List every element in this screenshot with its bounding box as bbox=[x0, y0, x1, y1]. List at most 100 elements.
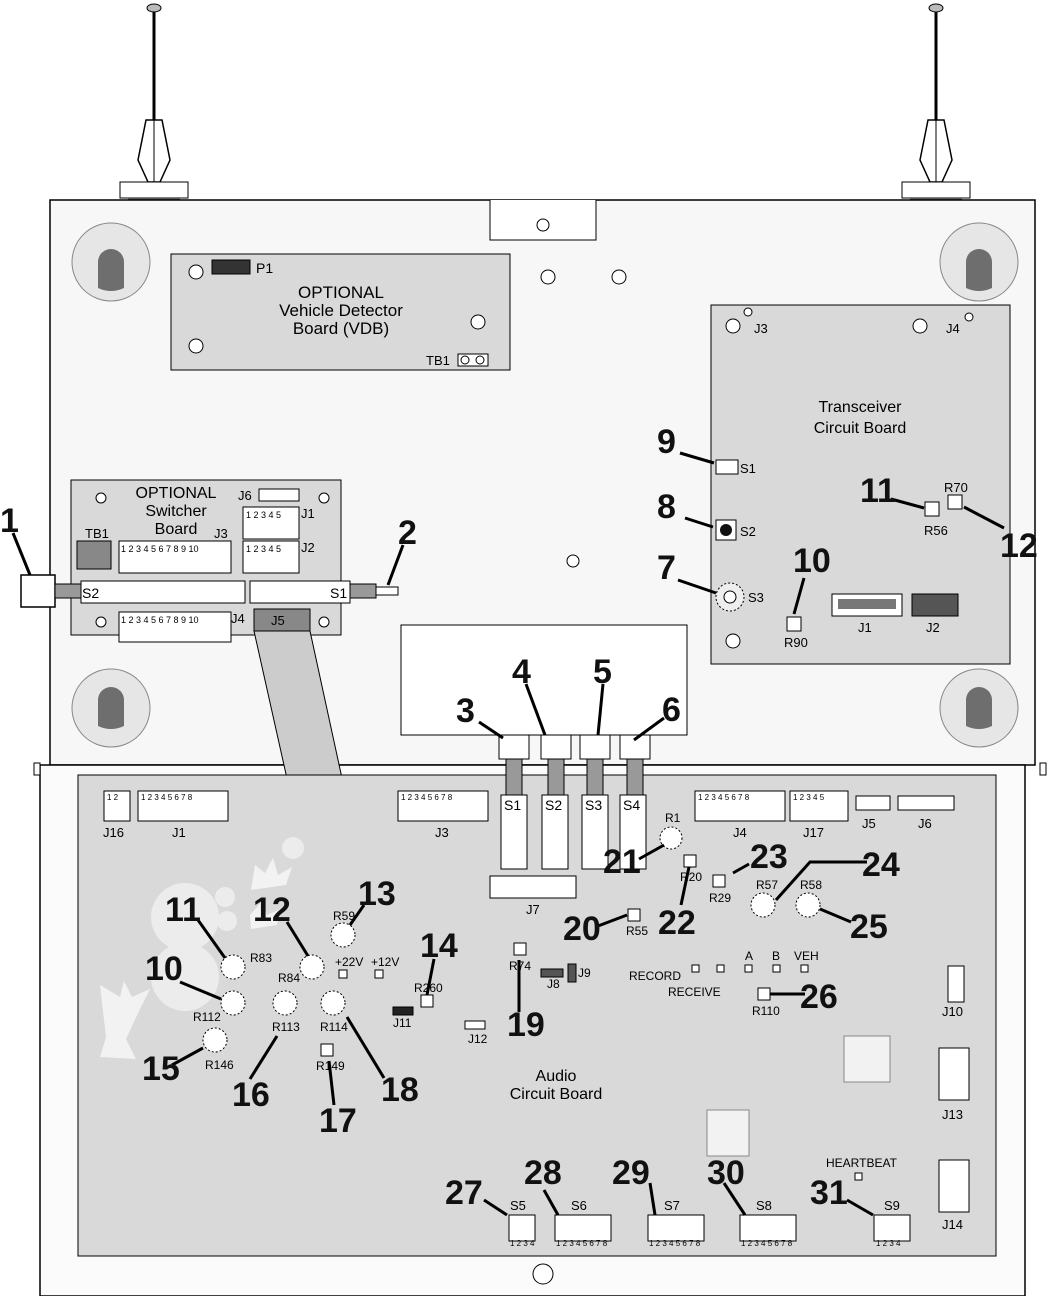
transceiver-r90-label: R90 bbox=[784, 635, 808, 650]
transceiver-s3-label: S3 bbox=[748, 590, 764, 605]
callout-17: 17 bbox=[319, 1102, 357, 1140]
audio-r113-label: R113 bbox=[272, 1020, 300, 1034]
audio-j1-label: J1 bbox=[172, 825, 186, 840]
audio-s8-label: S8 bbox=[756, 1198, 772, 1213]
keyhole-mount-bottom-left bbox=[71, 668, 151, 748]
switcher-title-line2: Switcher bbox=[145, 503, 207, 520]
switcher-j4-label: J4 bbox=[231, 611, 245, 626]
antenna-left bbox=[119, 3, 189, 206]
audio-b-label: B bbox=[772, 949, 780, 963]
callout-3: 3 bbox=[456, 692, 475, 730]
callout-13: 13 bbox=[358, 875, 396, 913]
audio-receive-label: RECEIVE bbox=[668, 985, 721, 999]
audio-s6-label: S6 bbox=[571, 1198, 587, 1213]
callout-8: 8 bbox=[657, 488, 676, 526]
callout-20: 20 bbox=[563, 910, 601, 948]
callout-4: 4 bbox=[512, 653, 531, 691]
audio-j3-label: J3 bbox=[435, 825, 449, 840]
audio-veh-label: VEH bbox=[794, 949, 819, 963]
audio-j1-pins: 1 2 3 4 5 6 7 8 bbox=[141, 793, 193, 802]
keyhole-mount-bottom-right bbox=[939, 668, 1019, 748]
callout-9: 9 bbox=[657, 423, 676, 461]
transceiver-j1-label: J1 bbox=[858, 620, 872, 635]
audio-j17-label: J17 bbox=[803, 825, 824, 840]
vdb-title-line2: Vehicle Detector bbox=[279, 301, 403, 320]
vdb-tb1-label: TB1 bbox=[426, 353, 450, 368]
audio-r83-label: R83 bbox=[250, 951, 272, 965]
audio-a-label: A bbox=[745, 949, 753, 963]
callout-23: 23 bbox=[750, 838, 788, 876]
keyhole-mount-top-right bbox=[939, 222, 1019, 302]
audio-s3-label: S3 bbox=[585, 797, 602, 813]
callout-12-transceiver: 12 bbox=[1000, 527, 1038, 565]
audio-j16-pins: 1 2 bbox=[107, 793, 119, 802]
switcher-j4-pins: 1 2 3 4 5 6 7 8 9 10 bbox=[121, 615, 199, 625]
audio-board: Audio Circuit Board 1 2 J16 1 2 3 4 5 6 … bbox=[77, 734, 997, 1257]
transceiver-j2-label: J2 bbox=[926, 620, 940, 635]
callout-10-transceiver: 10 bbox=[793, 542, 831, 580]
audio-r114-label: R114 bbox=[320, 1020, 348, 1034]
callout-18: 18 bbox=[381, 1071, 419, 1109]
audio-s9-pins: 1 2 3 4 bbox=[876, 1239, 901, 1248]
switcher-title-line3: Board bbox=[155, 521, 198, 538]
callout-leaders bbox=[11, 451, 1005, 1217]
callout-26: 26 bbox=[800, 978, 838, 1016]
audio-s7-pins: 1 2 3 4 5 6 7 8 bbox=[649, 1239, 701, 1248]
callout-21: 21 bbox=[603, 843, 641, 881]
audio-title-line1: Audio bbox=[536, 1068, 577, 1085]
audio-r110-label: R110 bbox=[752, 1004, 780, 1018]
switcher-j3-pins: 1 2 3 4 5 6 7 8 9 10 bbox=[121, 544, 199, 554]
audio-s5-pins: 1 2 3 4 bbox=[510, 1239, 535, 1248]
callout-31: 31 bbox=[810, 1174, 848, 1212]
audio-j17-pins: 1 2 3 4 5 bbox=[793, 793, 825, 802]
audio-heartbeat-label: HEARTBEAT bbox=[826, 1156, 898, 1170]
transceiver-j4-label: J4 bbox=[946, 321, 960, 336]
audio-12v-label: +12V bbox=[371, 955, 399, 969]
transceiver-r70-label: R70 bbox=[944, 480, 968, 495]
callout-10-audio: 10 bbox=[145, 950, 183, 988]
transceiver-r56-label: R56 bbox=[924, 523, 948, 538]
blank-plate bbox=[400, 624, 688, 736]
callout-15: 15 bbox=[142, 1050, 180, 1088]
switcher-j5-label: J5 bbox=[271, 613, 285, 628]
vdb-title-line3: Board (VDB) bbox=[293, 319, 389, 338]
audio-j6-label: J6 bbox=[918, 816, 932, 831]
audio-j4-label: J4 bbox=[733, 825, 747, 840]
callout-1: 1 bbox=[0, 502, 19, 540]
audio-r29-label: R29 bbox=[709, 891, 731, 905]
switcher-j3-label: J3 bbox=[214, 526, 228, 541]
callout-5: 5 bbox=[593, 653, 612, 691]
audio-r57-label: R57 bbox=[756, 878, 778, 892]
audio-j11-label: J11 bbox=[393, 1016, 412, 1030]
audio-record-label: RECORD bbox=[629, 969, 681, 983]
callout-30: 30 bbox=[707, 1154, 745, 1192]
audio-r84-label: R84 bbox=[278, 971, 300, 985]
audio-j7-label: J7 bbox=[526, 902, 540, 917]
transceiver-s1-label: S1 bbox=[740, 461, 756, 476]
audio-title-line2: Circuit Board bbox=[510, 1086, 602, 1103]
audio-r146-label: R146 bbox=[205, 1058, 234, 1072]
callout-27: 27 bbox=[445, 1174, 483, 1212]
audio-s5-label: S5 bbox=[510, 1198, 526, 1213]
callout-28: 28 bbox=[524, 1154, 562, 1192]
callout-16: 16 bbox=[232, 1076, 270, 1114]
audio-s7-label: S7 bbox=[664, 1198, 680, 1213]
audio-j12-label: J12 bbox=[468, 1032, 488, 1046]
callout-12-audio: 12 bbox=[253, 891, 291, 929]
callout-11-audio: 11 bbox=[165, 891, 201, 929]
transceiver-title-line1: Transceiver bbox=[819, 399, 903, 416]
callout-25: 25 bbox=[850, 908, 888, 946]
audio-j3-pins: 1 2 3 4 5 6 7 8 bbox=[401, 793, 453, 802]
callout-7: 7 bbox=[657, 549, 676, 587]
audio-s6-pins: 1 2 3 4 5 6 7 8 bbox=[556, 1239, 608, 1248]
audio-j16-label: J16 bbox=[103, 825, 124, 840]
vdb-p1-label: P1 bbox=[256, 260, 273, 276]
audio-j10-label: J10 bbox=[942, 1004, 963, 1019]
audio-r20-label: R20 bbox=[680, 870, 702, 884]
switcher-j1-label: J1 bbox=[301, 506, 315, 521]
switcher-board: OPTIONAL Switcher Board TB1 J6 1 2 3 4 5… bbox=[70, 479, 351, 643]
audio-s9-label: S9 bbox=[884, 1198, 900, 1213]
audio-r55-label: R55 bbox=[626, 924, 648, 938]
vdb-title-line1: OPTIONAL bbox=[298, 283, 384, 302]
